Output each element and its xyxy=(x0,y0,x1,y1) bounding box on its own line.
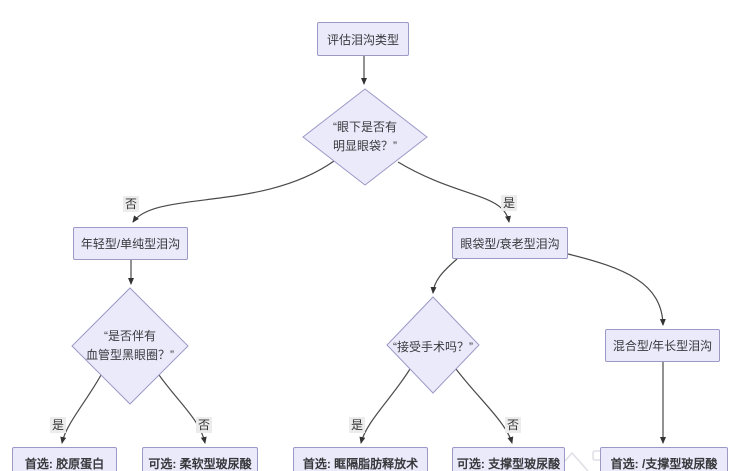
edge-surgery-yes xyxy=(359,368,411,444)
edge-label-darkcircle-no: 否 xyxy=(195,417,213,433)
node-eyebag-aging: 眼袋型/衰老型泪沟 xyxy=(452,227,568,259)
edge-aging-to-mixed xyxy=(567,253,666,326)
edge-eyebag-no xyxy=(132,160,335,223)
edge-label-eyebag-yes: 是 xyxy=(500,195,518,211)
node-option-collagen: 首选: 胶原蛋白 xyxy=(12,447,117,471)
edge-aging-to-decision-surgery xyxy=(430,258,458,294)
decision-darkcircle-line1: “是否伴有 xyxy=(104,329,156,343)
node-option-fat-release: 首选: 眶隔脂肪释放术 xyxy=(293,447,428,471)
edge-label-eyebag-no: 否 xyxy=(122,196,140,212)
decision-eyebag-line2: 明显眼袋？” xyxy=(333,139,397,153)
decision-darkcircle-text: “是否伴有 血管型黑眼圈？” xyxy=(60,327,200,365)
decision-diamond-darkcircle xyxy=(71,287,189,405)
decision-eyebag-line1: “眼下是否有 xyxy=(333,120,397,134)
edge-darkcircle-no xyxy=(158,374,207,444)
node-start: 评估泪沟类型 xyxy=(317,22,409,56)
node-option-support-ha: 可选: 支撑型玻尿酸 xyxy=(452,447,565,471)
node-option-support-ha-first: 首选: /支撑型玻尿酸 xyxy=(600,447,728,471)
decision-surgery-text: “接受手术吗？” xyxy=(393,340,473,354)
edge-label-darkcircle-yes: 是 xyxy=(49,417,67,433)
edge-surgery-no xyxy=(455,368,514,444)
edge-label-surgery-no: 否 xyxy=(504,417,522,433)
decision-diamond-surgery xyxy=(386,296,480,394)
node-young-simple: 年轻型/单纯型泪沟 xyxy=(73,227,188,260)
edge-label-surgery-yes: 是 xyxy=(348,417,366,433)
node-mixed-older: 混合型/年长型泪沟 xyxy=(605,329,720,362)
decision-darkcircle-line2: 血管型黑眼圈？” xyxy=(86,348,174,362)
decision-eyebag-text: “眼下是否有 明显眼袋？” xyxy=(295,118,435,156)
node-option-soft-ha: 可选: 柔软型玻尿酸 xyxy=(142,447,258,471)
edge-darkcircle-yes xyxy=(60,374,102,444)
decision-diamond-eyebag xyxy=(302,88,428,186)
edge-eyebag-yes xyxy=(397,161,511,223)
